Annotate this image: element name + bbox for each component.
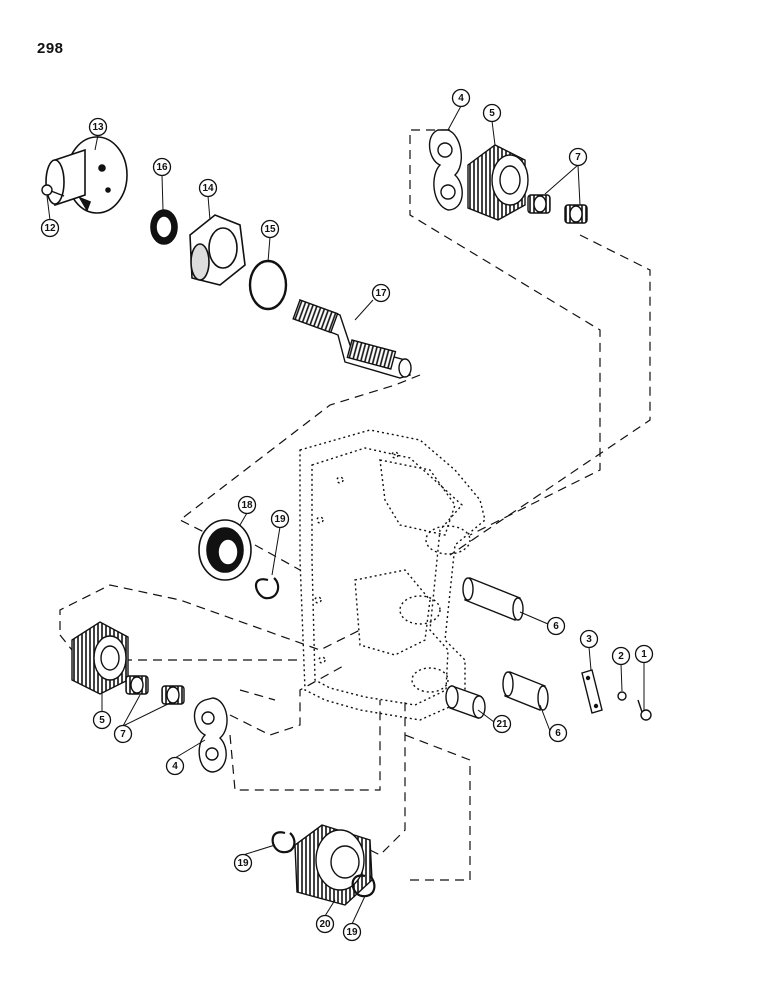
callout-label: 19 (237, 858, 249, 869)
callout-label: 7 (120, 729, 126, 740)
callout-label: 18 (241, 500, 253, 511)
callout-16: 16 (152, 157, 172, 177)
callout-12: 12 (40, 218, 60, 238)
callout-19: 19 (233, 853, 253, 873)
lock-washer (617, 691, 627, 701)
callout-17: 17 (371, 283, 391, 303)
callout-circle (568, 147, 588, 167)
callout-circle (198, 178, 218, 198)
pin-upper (462, 577, 524, 621)
callout-circle (371, 283, 391, 303)
callout-circle (451, 88, 471, 108)
splined-shaft (292, 298, 412, 379)
callout-label: 3 (586, 634, 592, 645)
flange-sleeve (45, 136, 128, 214)
callout-15: 15 (260, 219, 280, 239)
callout-18: 18 (237, 495, 257, 515)
o-ring (248, 259, 288, 311)
callout-label: 1 (641, 649, 647, 660)
callout-4: 4 (451, 88, 471, 108)
callout-6: 6 (546, 616, 566, 636)
callout-label: 5 (489, 108, 495, 119)
bolt (41, 184, 65, 197)
callout-label: 13 (92, 122, 104, 133)
callout-7: 7 (113, 724, 133, 744)
callout-circle (315, 914, 335, 934)
bearing-retainer (189, 214, 246, 286)
callout-label: 17 (375, 288, 387, 299)
callout-4: 4 (165, 756, 185, 776)
callout-1: 1 (634, 644, 654, 664)
snap-ring-lower-right (351, 874, 376, 898)
callout-2: 2 (611, 646, 631, 666)
callout-label: 2 (618, 651, 624, 662)
callout-label: 4 (458, 93, 464, 104)
callout-circle (88, 117, 108, 137)
callout-5: 5 (482, 103, 502, 123)
callout-label: 7 (575, 152, 581, 163)
idler-gear (294, 824, 373, 906)
callout-circle (579, 629, 599, 649)
callout-circle (113, 724, 133, 744)
callout-label: 14 (202, 183, 214, 194)
callout-20: 20 (315, 914, 335, 934)
needle-bearings-upper (527, 194, 588, 224)
callout-circle (546, 616, 566, 636)
callout-circle (233, 853, 253, 873)
callout-14: 14 (198, 178, 218, 198)
callout-19: 19 (342, 922, 362, 942)
gear-lower (71, 621, 129, 695)
callout-circle (611, 646, 631, 666)
snap-ring-middle (254, 577, 280, 600)
callout-5: 5 (92, 710, 112, 730)
callout-label: 19 (274, 514, 286, 525)
callout-label: 4 (172, 761, 178, 772)
cap-screw (637, 699, 652, 721)
oil-seal-lower (198, 519, 252, 581)
gear-upper (467, 144, 529, 221)
callout-circle (260, 219, 280, 239)
leader-lines (46, 105, 645, 925)
callout-circle (92, 710, 112, 730)
callout-circle (237, 495, 257, 515)
callout-label: 15 (264, 224, 276, 235)
callout-label: 12 (44, 223, 56, 234)
snap-ring-lower-left (271, 831, 296, 854)
callout-3: 3 (579, 629, 599, 649)
callout-circle (270, 509, 290, 529)
callout-label: 20 (319, 919, 331, 930)
callout-label: 5 (99, 715, 105, 726)
gear-housing (299, 429, 486, 721)
callout-circle (548, 723, 568, 743)
callout-label: 19 (346, 927, 358, 938)
callout-label: 16 (156, 162, 168, 173)
callout-circle (634, 644, 654, 664)
needle-bearings-lower (125, 675, 185, 705)
page-number: 298 (37, 40, 64, 57)
callout-13: 13 (88, 117, 108, 137)
lock-plate (581, 669, 603, 714)
callout-circle (152, 157, 172, 177)
callout-label: 6 (555, 728, 561, 739)
bushing (445, 685, 486, 719)
callout-circle (492, 714, 512, 734)
oil-seal-upper (150, 209, 178, 245)
callout-label: 6 (553, 621, 559, 632)
callout-19: 19 (270, 509, 290, 529)
pin-lower (502, 671, 549, 711)
callout-circle (165, 756, 185, 776)
callout-6: 6 (548, 723, 568, 743)
callout-label: 21 (496, 719, 508, 730)
callout-7: 7 (568, 147, 588, 167)
gasket-lower (193, 697, 228, 773)
callout-21: 21 (492, 714, 512, 734)
callout-circle (342, 922, 362, 942)
assembly-guide-lines (59, 129, 651, 881)
callout-circle (482, 103, 502, 123)
gasket-upper (428, 129, 463, 211)
callout-circle (40, 218, 60, 238)
